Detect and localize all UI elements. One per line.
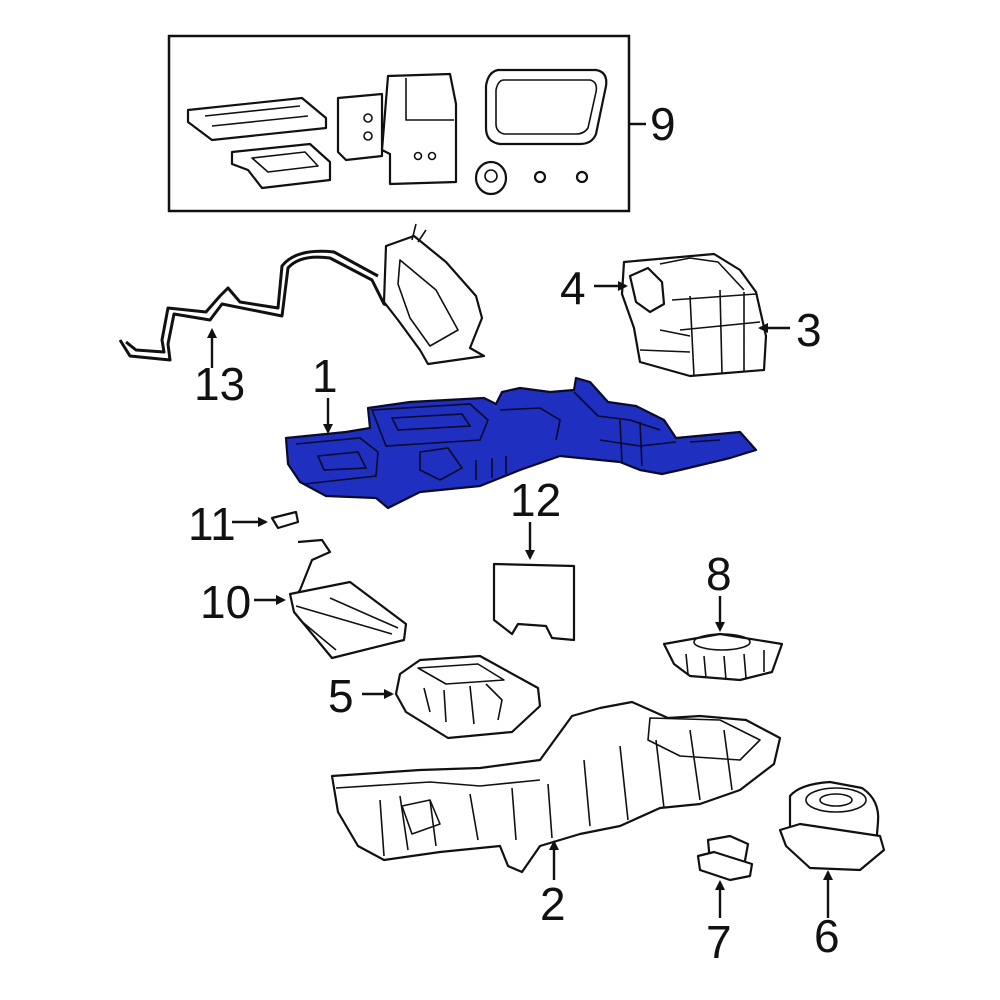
callout-12: 12 [510,474,561,526]
part-7-blower-resistor[interactable]: 7 [696,834,754,968]
callout-1: 1 [312,350,338,402]
part-6-blower-motor[interactable]: 6 [778,780,886,962]
part-10-heater-core[interactable]: 10 [200,538,408,660]
part-5-evaporator[interactable]: 5 [328,654,542,740]
part-4-actuator[interactable]: 4 [560,262,666,314]
part-11-clip[interactable]: 11 [188,498,300,550]
callout-3: 3 [796,304,822,356]
callout-2: 2 [540,878,566,930]
part-13-wiring-harness[interactable]: 13 [118,223,486,410]
callout-8: 8 [706,548,732,600]
callout-7: 7 [706,916,732,968]
part-1-hvac-upper-case[interactable]: 1 [284,350,758,510]
callout-4: 4 [560,262,586,314]
part-8-blower-ring[interactable]: 8 [662,548,784,682]
callout-13: 13 [194,358,245,410]
part-9-seal-kit[interactable]: 9 [167,34,676,213]
callout-6: 6 [814,910,840,962]
part-2-hvac-lower-case[interactable]: 2 [330,700,782,930]
callout-10: 10 [200,576,251,628]
part-12-filter[interactable]: 12 [492,474,576,642]
callout-11: 11 [188,498,236,550]
callout-5: 5 [328,670,354,722]
callout-9: 9 [650,98,676,150]
